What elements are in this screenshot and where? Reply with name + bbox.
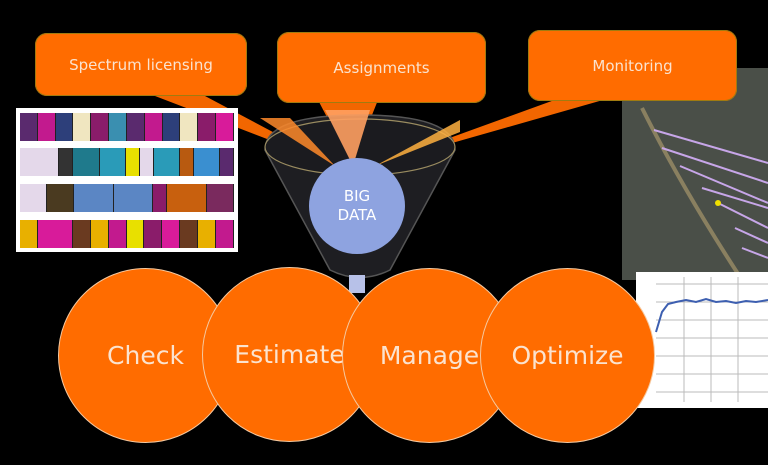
signal-level-plot-image [636,272,768,408]
allocation-band [20,220,235,248]
big-data-line1: BIG [343,187,371,205]
allocation-band [20,113,234,141]
callout-label: Assignments [333,58,430,77]
allocation-band [20,148,234,176]
step-label: Optimize [511,341,624,370]
callout-label: Spectrum licensing [69,55,213,74]
callout-label: Monitoring [592,56,673,75]
step-optimize: Optimize [480,268,655,443]
callout-assignments: Assignments [277,32,486,103]
big-data-line2: DATA [337,206,377,224]
big-data-circle: BIG DATA [309,158,405,254]
down-arrow-icon [349,275,365,293]
callout-spectrum-licensing: Spectrum licensing [35,33,247,96]
step-estimate: Estimate [202,267,377,442]
callout-monitoring: Monitoring [528,30,737,101]
monitoring-map-image [622,68,768,280]
step-label: Manage [379,341,480,370]
spectrum-allocation-image [16,108,238,252]
step-label: Estimate [234,340,345,369]
allocation-band [20,184,234,212]
step-label: Check [107,341,184,370]
